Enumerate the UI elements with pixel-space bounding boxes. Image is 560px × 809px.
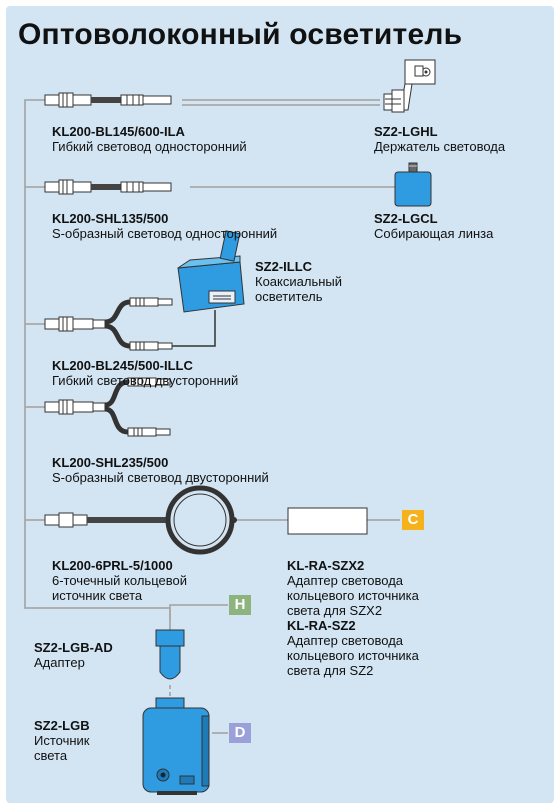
code-lgb: SZ2-LGB	[34, 718, 90, 733]
light-guide-holder-lghl	[383, 59, 436, 113]
adapter-lgb-ad	[155, 629, 185, 680]
code-shl135: KL200-SHL135/500	[52, 211, 169, 226]
cable-bl145	[44, 92, 172, 108]
desc-bl245: Гибкий световод двусторонний	[52, 373, 239, 388]
desc-shl235: S-образный световод двусторонний	[52, 470, 269, 485]
label-lgb: SZ2-LGB Источник света	[34, 718, 90, 763]
desc-ra-szx2-line2: кольцевого источника	[287, 588, 419, 603]
code-6prl: KL200-6PRL-5/1000	[52, 558, 173, 573]
coaxial-illuminator-illc	[177, 230, 245, 313]
label-bl245: KL200-BL245/500-ILLC Гибкий световод дву…	[52, 358, 238, 388]
code-lgcl: SZ2-LGCL	[374, 211, 438, 226]
desc-6prl-line1: 6-точечный кольцевой	[52, 573, 187, 588]
ring-adapter-box	[287, 507, 368, 535]
code-lghl: SZ2-LGHL	[374, 124, 438, 139]
label-lgb-ad: SZ2-LGB-AD Адаптер	[34, 640, 113, 670]
desc-ra-szx2-line1: Адаптер световода	[287, 573, 404, 588]
desc-ra-szx2-line3: света для SZX2	[287, 603, 383, 618]
desc-shl135: S-образный световод односторонний	[52, 226, 278, 241]
label-bl145: KL200-BL145/600-ILA Гибкий световод одно…	[52, 124, 247, 154]
desc-ra-sz2-line2: кольцевого источника	[287, 648, 419, 663]
desc-lgcl: Собирающая линза	[374, 226, 494, 241]
label-ra-szx2: KL-RA-SZX2 Адаптер световода кольцевого …	[287, 558, 419, 678]
desc-lgb-line1: Источник	[34, 733, 90, 748]
code-shl235: KL200-SHL235/500	[52, 455, 169, 470]
cable-shl235	[44, 377, 171, 437]
badge-c[interactable]: C	[402, 510, 424, 530]
badge-d[interactable]: D	[229, 723, 251, 743]
code-ra-szx2: KL-RA-SZX2	[287, 558, 365, 573]
code-bl145: KL200-BL145/600-ILA	[52, 124, 185, 139]
bus-lines	[24, 99, 400, 734]
desc-lgb-ad: Адаптер	[34, 655, 85, 670]
desc-illc-line1: Коаксиальный	[255, 274, 343, 289]
desc-ra-sz2-line1: Адаптер световода	[287, 633, 404, 648]
desc-lghl: Держатель световода	[374, 139, 506, 154]
cable-bl245	[44, 297, 216, 351]
label-lgcl: SZ2-LGCL Собирающая линза	[374, 211, 493, 241]
desc-bl145: Гибкий световод односторонний	[52, 139, 247, 154]
label-shl235: KL200-SHL235/500 S-образный световод дву…	[52, 455, 269, 485]
light-source-lgb	[142, 697, 210, 795]
code-bl245: KL200-BL245/500-ILLC	[52, 358, 193, 373]
code-lgb-ad: SZ2-LGB-AD	[34, 640, 113, 655]
label-lghl: SZ2-LGHL Держатель световода	[374, 124, 505, 154]
desc-ra-sz2-line3: света для SZ2	[287, 663, 374, 678]
collecting-lens-lgcl	[394, 162, 432, 207]
badge-h[interactable]: H	[229, 595, 251, 615]
code-illc: SZ2-ILLC	[255, 259, 313, 274]
desc-lgb-line2: света	[34, 748, 68, 763]
label-illc: SZ2-ILLC Коаксиальный осветитель	[255, 259, 342, 304]
label-6prl: KL200-6PRL-5/1000 6-точечный кольцевой и…	[52, 558, 187, 603]
code-ra-sz2: KL-RA-SZ2	[287, 618, 356, 633]
label-shl135: KL200-SHL135/500 S-образный световод одн…	[52, 211, 277, 241]
desc-6prl-line2: источник света	[52, 588, 143, 603]
cable-shl135	[44, 179, 172, 195]
desc-illc-line2: осветитель	[255, 289, 323, 304]
ring-light-6prl	[44, 485, 237, 555]
page-title: Оптоволоконный осветитель	[18, 18, 463, 51]
